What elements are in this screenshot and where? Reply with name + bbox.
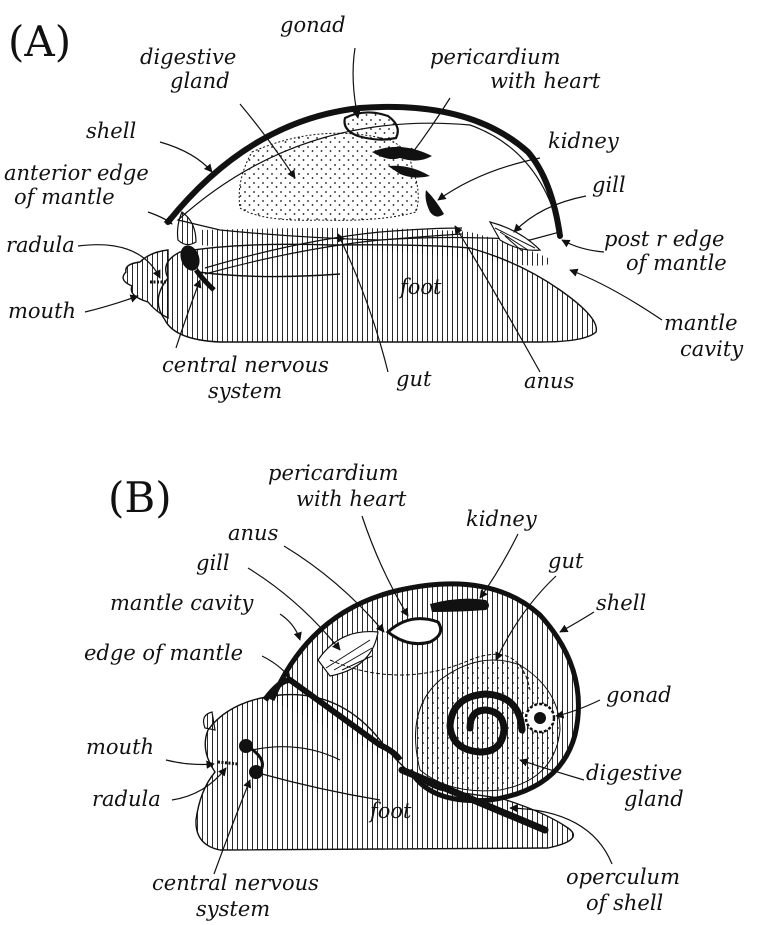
panel-a-digestive-gland xyxy=(239,133,418,220)
label-a-foot: foot xyxy=(400,276,442,298)
label-a-anus: anus xyxy=(524,370,574,392)
label-b-pericardium-1: pericardium xyxy=(268,462,399,484)
label-b-anus: anus xyxy=(228,522,278,544)
label-a-gut: gut xyxy=(396,368,431,390)
label-a-pericardium-2: with heart xyxy=(490,70,600,92)
leader-a-post-edge xyxy=(562,240,604,252)
label-a-cns-1: central nervous xyxy=(162,354,329,376)
leader-b-mantle-cavity xyxy=(280,614,300,640)
panel-b-letter: (B) xyxy=(108,476,172,520)
label-b-mantle-cavity: mantle cavity xyxy=(110,592,253,614)
label-a-anterior-edge-1: anterior edge xyxy=(4,162,149,184)
leader-b-mouth xyxy=(166,760,214,765)
label-b-operculum-2: of shell xyxy=(586,892,663,914)
panel-a-head xyxy=(123,250,168,318)
label-b-foot: foot xyxy=(370,800,412,822)
label-b-mouth: mouth xyxy=(86,736,154,758)
label-a-mantle-cavity-2: cavity xyxy=(680,338,743,360)
label-a-mouth: mouth xyxy=(8,300,76,322)
label-b-kidney: kidney xyxy=(466,508,537,530)
leader-b-shell xyxy=(560,612,594,632)
label-b-operculum-1: operculum xyxy=(566,866,680,888)
label-a-anterior-edge-2: of mantle xyxy=(14,186,115,208)
label-a-post-edge-2: of mantle xyxy=(626,252,727,274)
panel-b-cns-upper xyxy=(239,739,253,753)
label-a-mantle-cavity-1: mantle xyxy=(664,312,738,334)
label-b-pericardium-2: with heart xyxy=(296,488,406,510)
panel-a-body xyxy=(123,107,596,342)
label-a-digestive-gland-1: digestive xyxy=(140,46,236,68)
label-b-edge-of-mantle: edge of mantle xyxy=(84,642,243,664)
label-a-gill: gill xyxy=(592,174,626,196)
label-b-digestive-gland-2: gland xyxy=(624,788,684,810)
leader-a-mouth xyxy=(85,296,138,312)
label-a-gonad: gonad xyxy=(280,14,346,36)
label-b-gonad: gonad xyxy=(606,684,672,706)
label-a-cns-2: system xyxy=(208,380,282,402)
label-b-shell: shell xyxy=(596,592,646,614)
label-b-cns-2: system xyxy=(196,898,270,920)
label-a-radula: radula xyxy=(6,234,75,256)
label-b-cns-1: central nervous xyxy=(152,872,319,894)
label-a-kidney: kidney xyxy=(548,130,619,152)
label-a-pericardium-1: pericardium xyxy=(430,46,561,68)
label-b-radula: radula xyxy=(92,788,161,810)
leader-a-shell xyxy=(160,142,212,172)
panel-a-letter: (A) xyxy=(8,20,71,64)
label-a-digestive-gland-2: gland xyxy=(170,70,230,92)
label-b-gill: gill xyxy=(196,552,230,574)
label-b-gut: gut xyxy=(548,550,583,572)
label-a-post-edge-1: post r edge xyxy=(604,228,724,250)
label-b-digestive-gland-1: digestive xyxy=(586,762,682,784)
label-a-shell: shell xyxy=(86,120,136,142)
